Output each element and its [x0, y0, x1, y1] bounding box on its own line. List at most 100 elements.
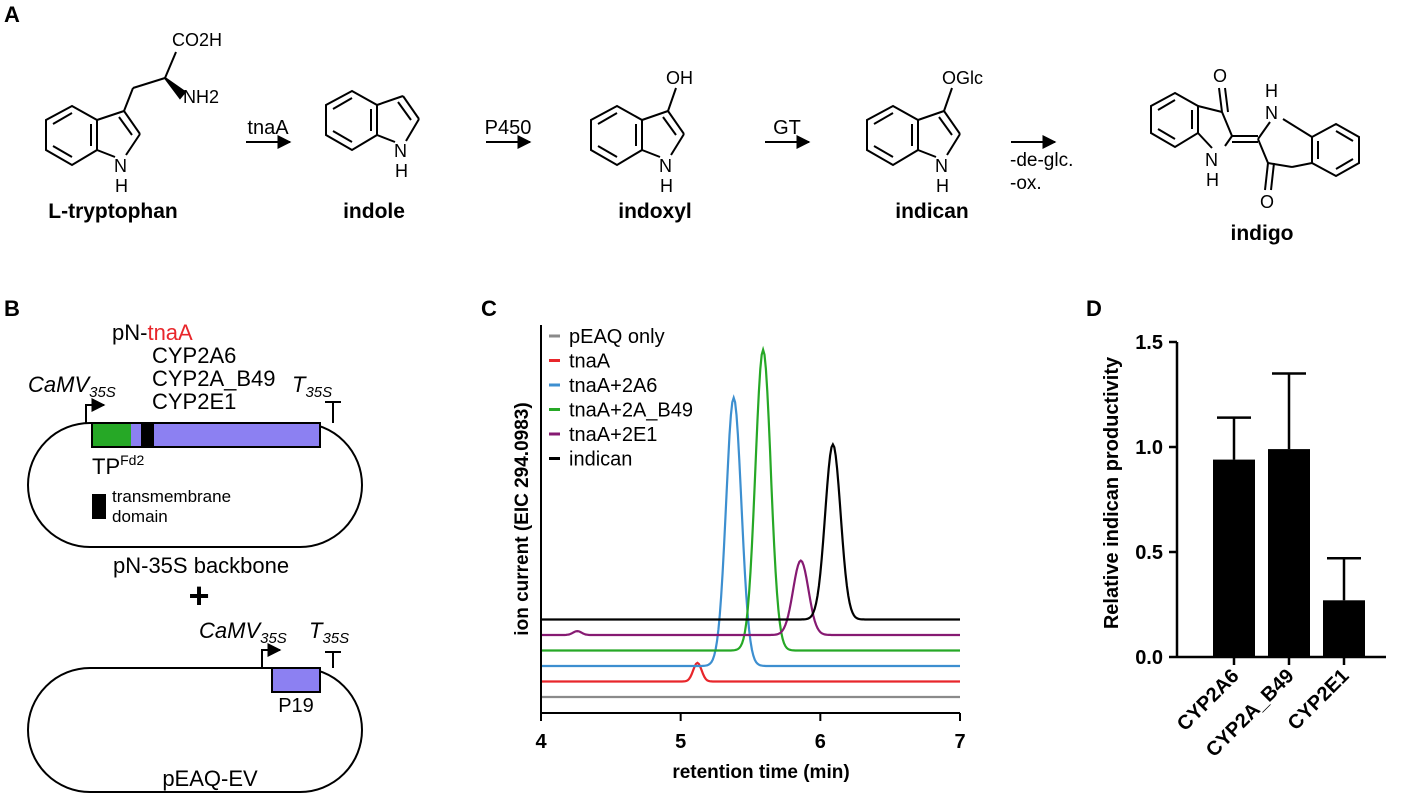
indoxyl-oh: OH: [666, 68, 693, 88]
trp-name: L-tryptophan: [48, 200, 177, 223]
molecule-indoxyl: [590, 87, 685, 167]
d-ytick-label-0: 0.0: [1135, 647, 1163, 669]
terminator-label-1: T35S: [292, 372, 332, 401]
panel-letter-d: D: [1086, 296, 1102, 321]
trp-h: H: [115, 176, 128, 196]
d-xtick-label-2: CYP2E1: [1284, 665, 1354, 735]
legend-label-5: indican: [569, 449, 632, 471]
terminator-label-2: T35S: [309, 618, 349, 647]
c-xlabel: retention time (min): [672, 762, 849, 783]
promoter-sub: 35S: [89, 384, 116, 401]
indican-name: indican: [895, 200, 969, 223]
tp-sup: Fd2: [120, 452, 144, 468]
indoxyl-nh: N: [659, 156, 672, 176]
panel-letter-c: C: [481, 296, 497, 321]
indigo-o-bottom: O: [1260, 192, 1274, 212]
plus-sign: +: [188, 575, 209, 616]
legend-domain: domain: [112, 507, 168, 526]
gene-tnaA: tnaA: [147, 320, 193, 345]
terminator-symbol-1: [325, 401, 341, 423]
indigo-h-bottom: H: [1206, 170, 1219, 190]
legend-label-4: tnaA+2E1: [569, 424, 657, 446]
transit-peptide-label: TPFd2: [92, 452, 144, 479]
indican-h: H: [936, 176, 949, 196]
trace-2: [541, 394, 960, 668]
trp-co2h: CO2H: [172, 30, 222, 50]
legend-label-3: tnaA+2A_B49: [569, 400, 693, 422]
terminator-sub: 35S: [305, 384, 332, 401]
c-xtick-label-2: 6: [815, 731, 826, 753]
construct-label: pN-tnaA: [112, 320, 193, 345]
legend-transmembrane: transmembrane: [112, 487, 231, 506]
molecule-tryptophan: [45, 51, 187, 167]
trace-3: [541, 345, 960, 652]
indican-nh: N: [935, 156, 948, 176]
legend-label-0: pEAQ only: [569, 326, 665, 348]
transmembrane-block: [141, 424, 154, 446]
molecule-indole: [325, 89, 420, 152]
legend-label-2: tnaA+2A6: [569, 375, 657, 397]
promoter-main: CaMV: [28, 372, 91, 397]
d-ytick-label-3: 1.5: [1135, 332, 1163, 354]
c-ylabel: ion current (EIC 294.0983): [512, 402, 533, 635]
legend-transmembrane-swatch: [92, 494, 106, 519]
promoter-label-1: CaMV35S: [28, 372, 116, 401]
promoter-label-2: CaMV35S: [199, 618, 287, 647]
promoter-sub-2: 35S: [260, 630, 287, 647]
plasmid-pn35s: [27, 422, 363, 548]
arrow-label-ox: -ox.: [1010, 173, 1042, 194]
panel-letter-b: B: [4, 296, 20, 321]
c-xtick-label-1: 5: [675, 731, 686, 753]
indigo-name: indigo: [1231, 222, 1294, 245]
indole-nh: N: [394, 141, 407, 161]
p19-label: P19: [278, 695, 314, 717]
trace-4: [541, 559, 960, 637]
d-ytick-label-2: 1.0: [1135, 437, 1163, 459]
indole-h: H: [395, 161, 408, 181]
arrow-label-gt: GT: [773, 117, 801, 139]
c-xtick-label-3: 7: [954, 731, 965, 753]
p19-block: [271, 667, 321, 693]
bar-2: [1323, 600, 1365, 657]
backbone-label: pN-35S backbone: [113, 553, 289, 578]
indigo-n-top: N: [1265, 103, 1278, 123]
panel-letter-a: A: [4, 2, 20, 27]
transit-peptide-block: [93, 424, 131, 446]
promoter-arrow-2: [261, 643, 282, 668]
d-ylabel: Relative indican productivity: [1101, 356, 1123, 629]
bar-0: [1213, 459, 1255, 657]
promoter-main-2: CaMV: [199, 618, 262, 643]
terminator-main-2: T: [309, 618, 324, 643]
terminator-symbol-2: [325, 651, 341, 668]
indican-oglc: OGlc: [942, 68, 983, 88]
terminator-main: T: [292, 372, 307, 397]
gene-cyp2a6: CYP2A6: [152, 343, 236, 368]
construct-prefix: pN-: [112, 320, 147, 345]
indigo-n-bottom: N: [1205, 150, 1218, 170]
molecule-indican: [866, 87, 961, 167]
indigo-o-top: O: [1213, 66, 1227, 86]
indoxyl-h: H: [660, 176, 673, 196]
arrow-label-p450: P450: [485, 117, 532, 139]
trace-5: [541, 441, 960, 621]
d-ytick-label-1: 0.5: [1135, 542, 1163, 564]
indoxyl-name: indoxyl: [618, 200, 692, 223]
indigo-h-top: H: [1265, 81, 1278, 101]
trp-nh2: NH2: [183, 87, 219, 107]
gene-cyp2e1: CYP2E1: [152, 389, 236, 414]
gene-cyp2a-b49: CYP2A_B49: [152, 366, 276, 391]
arrow-label-tnaA: tnaA: [247, 117, 289, 139]
tp-label: TP: [92, 454, 120, 479]
legend-label-1: tnaA: [569, 351, 611, 373]
terminator-sub-2: 35S: [322, 630, 349, 647]
vector2-label: pEAQ-EV: [162, 766, 258, 791]
molecule-indigo: [1150, 87, 1360, 191]
promoter-arrow-1: [85, 398, 106, 423]
plasmid-peaq-ev: [27, 667, 363, 793]
bar-1: [1268, 449, 1310, 657]
indole-name: indole: [343, 200, 405, 223]
c-xtick-label-0: 4: [535, 731, 547, 753]
